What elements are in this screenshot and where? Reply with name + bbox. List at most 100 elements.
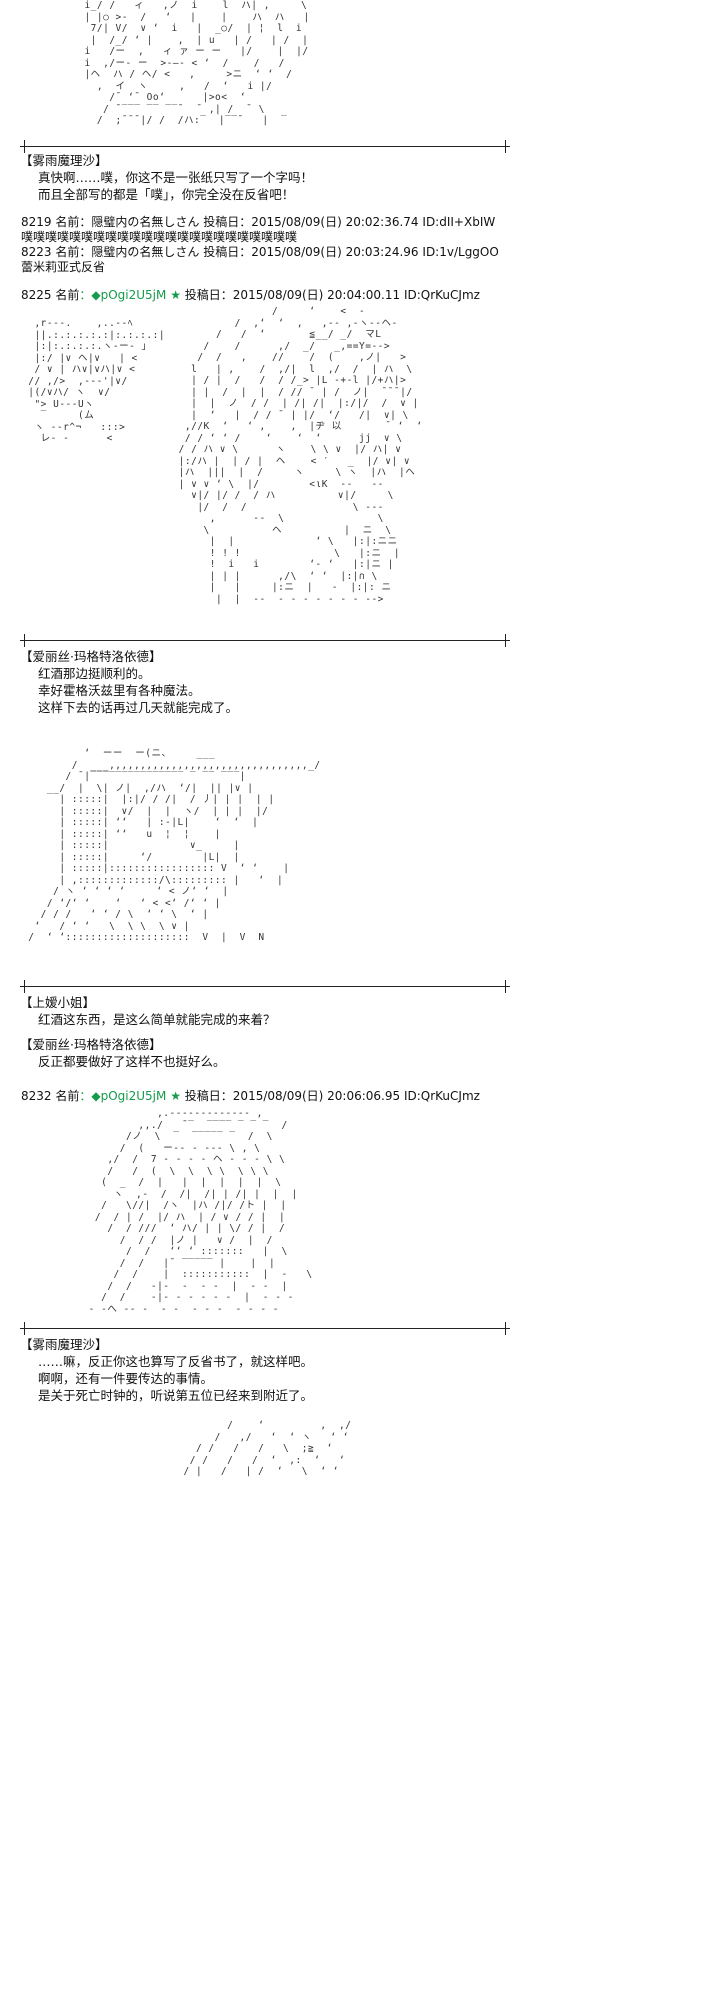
ascii-art-line: / / / |ノ | ∨ / | / (70, 1234, 273, 1246)
dialogue-block-2: 【爱丽丝·玛格特洛依德】 红酒那边挺顺利的。 幸好霍格沃兹里有各种魔法。 这样下… (20, 648, 238, 716)
post-date: ：2015/08/09(日) 20:04:00.11 (220, 288, 401, 302)
ascii-art-line: | | / | | / // ¯ | / ノ| ¯¯¯|/ (160, 386, 419, 398)
ascii-art-6: / ‘ , ,/ / ,/ ‘ ‘ ヽ ‘ ‘ / / / / \ ;≧ ‘ /… (140, 1420, 351, 1478)
ascii-art-line: / / ‐|‐ ‐ ‐ ‐ ‐ ‐ | ‐ ‐ ‐ (70, 1292, 294, 1303)
ascii-art-line: |:|:.:.:.:.ヽ‐ー‐ 」 (22, 341, 152, 352)
ascii-art-line: / ,‘ ‘ , ,-‐ ,-ヽ-‐ヘ- (160, 317, 398, 329)
poster-name: ：隠璧内の名無しさん (79, 245, 200, 259)
post-date-label: 投稿日 (203, 245, 240, 259)
speech-line: 幸好霍格沃兹里有各种魔法。 (38, 683, 201, 698)
ascii-art-line: | | |:ニ | ‐ |:|: ニ (160, 582, 392, 593)
ascii-art-line: 7/| V/ ∨ ‘ i | _○/ | ¦ l i (72, 23, 303, 34)
ascii-art-line: i ,/ー‐ ー >-―‐ < ‘ / / / (72, 57, 285, 69)
post-body: 噗噗噗噗噗噗噗噗噗噗噗噗噗噗噗噗噗噗噗噗噗噗噗 (21, 230, 298, 244)
post-header: 8232 名前：◆pOgi2U5jM ★ 投稿日：2015/08/09(日) 2… (21, 1089, 480, 1104)
ascii-art-line: l | , / ,/| l ,/ / | ハ \ (160, 363, 413, 375)
ascii-art-line: / ‘ , ,/ (140, 1420, 352, 1431)
ascii-art-line: | :::::| ‘/ |L| | (22, 851, 240, 863)
ascii-art-line: | | ‘ \ |:|:ニニ (160, 536, 398, 547)
divider-line (20, 140, 510, 153)
speech-line: 红酒那边挺顺利的。 (38, 666, 151, 681)
post-number: 8219 (21, 215, 52, 229)
speaker-name: 【爱丽丝·玛格特洛依德】 (20, 649, 162, 664)
ascii-art-line: レ‐ ‐ < (22, 433, 113, 444)
poster-trip: ：◆pOgi2U5jM ★ (79, 1089, 181, 1103)
ascii-art-line: / / ‘ ≦__/ _/ マL (160, 329, 382, 340)
ascii-art-line: ( _ / | | | | | | \ (70, 1177, 282, 1188)
speaker-name: 【爱丽丝·玛格特洛依德】 (20, 1037, 162, 1052)
speech-line: 啊啊，还有一件要传达的事情。 (38, 1371, 214, 1386)
ascii-art-line: | | ノ / / | /| /| |:/|/ / ∨ | (160, 398, 419, 409)
speech-line: 反正都要做好了这样不也挺好么。 (38, 1054, 226, 1069)
post-id: ID:1v/LggOO (422, 245, 499, 259)
ascii-art-line: |ヘ ハ / ヘ/ < , >ニ ‘ ‘ / (72, 69, 293, 80)
post-number: 8232 (21, 1089, 52, 1103)
ascii-art-line: / / , // / ( ,ノ| > (160, 352, 407, 363)
post-name-label: 名前 (55, 288, 80, 302)
ascii-art-line: ,//K ‘ ‘ , , |ヂ 以 ¯ ‘ ‘ (160, 421, 423, 432)
dialogue-block-1: 【雾雨魔理沙】 真快啊……噗，你这不是一张纸只写了一个字吗！ 而且全部写的都是「… (20, 152, 313, 203)
ascii-art-line: / ¯|‾‾‾‾‾‾‾‾‾‾‾‾‾‾‾ ‾ ‾‾ ‾‾‾| (22, 771, 246, 782)
ascii-art-line: / / ‘‘ ‘ ::::::: | \ (70, 1246, 288, 1257)
speech-line: 是关于死亡时钟的，听说第五位已经来到附近了。 (38, 1388, 314, 1403)
dialogue-block-4: 【爱丽丝·玛格特洛依德】 反正都要做好了这样不也挺好么。 (20, 1036, 226, 1070)
ascii-art-line: ,r‐‐‐. ,..‐‐ﾍ (22, 318, 133, 329)
post-name-label: 名前 (55, 245, 80, 259)
post-date: ：2015/08/09(日) 20:03:24.96 (239, 245, 419, 259)
poster-trip: ：◆pOgi2U5jM ★ (79, 288, 181, 302)
speech-line: 这样下去的话再过几天就能完成了。 (38, 700, 239, 715)
ascii-art-line: | /_/ ‘ | , | u | / | / | (72, 34, 309, 46)
speech-line: 真快啊……噗，你这不是一张纸只写了一个字吗！ (38, 170, 314, 185)
post-date: ：2015/08/09(日) 20:02:36.74 (239, 215, 419, 229)
post-name-label: 名前 (55, 1089, 80, 1103)
ascii-art-4: ‘ ーー ー(ニ、 ___ / ___,,,,,,,,,,,,,,,,,,,,,… (22, 748, 321, 944)
ascii-art-line: | |○ >- / ‘ | | ハ ハ | (72, 11, 310, 23)
ascii-art-line: __/ | \| ノ| ,/ハ ‘/| || |∨ | (22, 782, 254, 794)
ascii-art-line: | :::::| |:|/ / /| / 丿| | | | | (22, 794, 275, 805)
ascii-art-line: / / ‘ ‘ / ‘ ‘ ‘ jj ∨ \ (160, 432, 409, 444)
speaker-name: 【雾雨魔理沙】 (20, 153, 108, 168)
ascii-art-line: / ;¯¯¯|/ / /ハ:‾ |‾‾¯ | ‾ (72, 115, 288, 126)
ascii-art-line: ‘ ーー ー(ニ、 ___ (22, 748, 216, 759)
ascii-art-5: ,.-‐‐‐‐‐‐‐‐‐‐‐- , ,,./ ¯‾ ‾‾‾‾ ‾ ‾ ‾ / /… (70, 1108, 313, 1315)
ascii-art-line: i /ー , ィ ァ ー ー |/ | |/ (72, 46, 309, 57)
ascii-art-line: | :::::| ∨_ | (22, 840, 240, 851)
ascii-art-line: i_/ / ィ ,ノ i l ハ| , \ (72, 0, 308, 11)
ascii-art-line: | ‘ | / / ¯ | |/ ‘/ /| ∨| \ (160, 409, 409, 421)
divider-line (20, 1322, 510, 1335)
ascii-art-line: / / ハ ∨ \ ヽ \ \ ∨ |/ ハ| ∨ (160, 444, 402, 455)
post-header: 8219 名前：隠璧内の名無しさん 投稿日：2015/08/09(日) 20:0… (21, 215, 495, 230)
ascii-art-line: | :::::| ∨/ | | ヽ/ | | | |/ (22, 805, 269, 817)
post-body: 蕾米莉亚式反省 (21, 260, 106, 274)
ascii-art-line: | ∨ ∨ ‘ \ |/ <ιK -‐ -‐ (160, 478, 384, 490)
ascii-art-line: / ‘ ‘:::::::::::::::::::: V | V N (22, 932, 265, 943)
ascii-art-line: |ハ ||| | / ヽ \ ヽ |ハ |ヘ (160, 467, 416, 478)
speech-line: ……嘛，反正你这也算写了反省书了，就这样吧。 (38, 1354, 314, 1369)
ascii-art-line: / / |¯ ‾‾‾‾‾ | | | (70, 1257, 276, 1269)
speaker-name: 【雾雨魔理沙】 (20, 1337, 108, 1352)
ascii-art-line: ‐ ‐へ ‐‐ ‐ ‐ ‐ ‐ ‐ ‐ ‐ ‐ ‐ ‐ (70, 1303, 280, 1315)
ascii-art-line: / / / ‘ ‘ / \ ‘ ‘ \ ‘ | (22, 909, 209, 920)
ascii-art-line: |/ / / \ -‐‐ (160, 501, 397, 513)
speech-line: 红酒这东西，是这么简单就能完成的来着？ (38, 1012, 276, 1027)
post-header: 8225 名前：◆pOgi2U5jM ★ 投稿日：2015/08/09(日) 2… (21, 288, 480, 303)
dialogue-block-5: 【雾雨魔理沙】 ……嘛，反正你这也算写了反省书了，就这样吧。 啊啊，还有一件要传… (20, 1336, 313, 1404)
ascii-art-line: ∨|/ |/ / / ハ ∨|/ \ (160, 490, 394, 501)
ascii-art-line: ,/ / 7 ‐ ‐ ‐ ‐ ヘ ‐ ‐ ‐ \ \ (70, 1154, 286, 1165)
post-header: 8223 名前：隠璧内の名無しさん 投稿日：2015/08/09(日) 20:0… (21, 245, 499, 260)
ascii-art-line: / / ,/ _/ _,==Y=--> (160, 340, 391, 352)
ascii-art-line: , -‐ \ \ (160, 513, 384, 524)
speaker-name: 【上嫒小姐】 (20, 995, 96, 1010)
ascii-art-line: | / | / / / /_> |L -+-l |/+ハ|> (160, 375, 407, 386)
ascii-art-line: ,,./ ¯‾ ‾‾‾‾ ‾ ‾ ‾ / (70, 1119, 288, 1131)
ascii-art-2: ,r‐‐‐. ,..‐‐ﾍ ||.:.:.:.:.:|:.:.:.:| |:|:… (22, 318, 190, 445)
ascii-art-1: i_/ / ィ ,ノ i l ハ| , \ | |○ >- / ‘ | | ハ … (72, 0, 310, 127)
post-date: ：2015/08/09(日) 20:06:06.95 (220, 1089, 401, 1103)
post-id: ID:QrKuCJmz (403, 288, 480, 302)
ascii-art-line: | | ‐‐ ‐ ‐ ‐ ‐ ‐ ‐ ‐ ‐‐> (160, 593, 384, 605)
ascii-art-line: | :::::| ‘‘ | :‐|L| ‘ ‘ | (22, 817, 259, 828)
ascii-art-line: | :::::| ‘‘ u ¦ ¦ | (22, 828, 222, 840)
ascii-art-line: / / | ::::::::::: | ‐ \ (70, 1269, 313, 1280)
ascii-art-line: / / ‐|‐ ‐ ‐ ‐ | ‐ ‐ | (70, 1280, 288, 1292)
ascii-art-line: , イ ヽ , / ‘ i |/ (72, 80, 285, 92)
